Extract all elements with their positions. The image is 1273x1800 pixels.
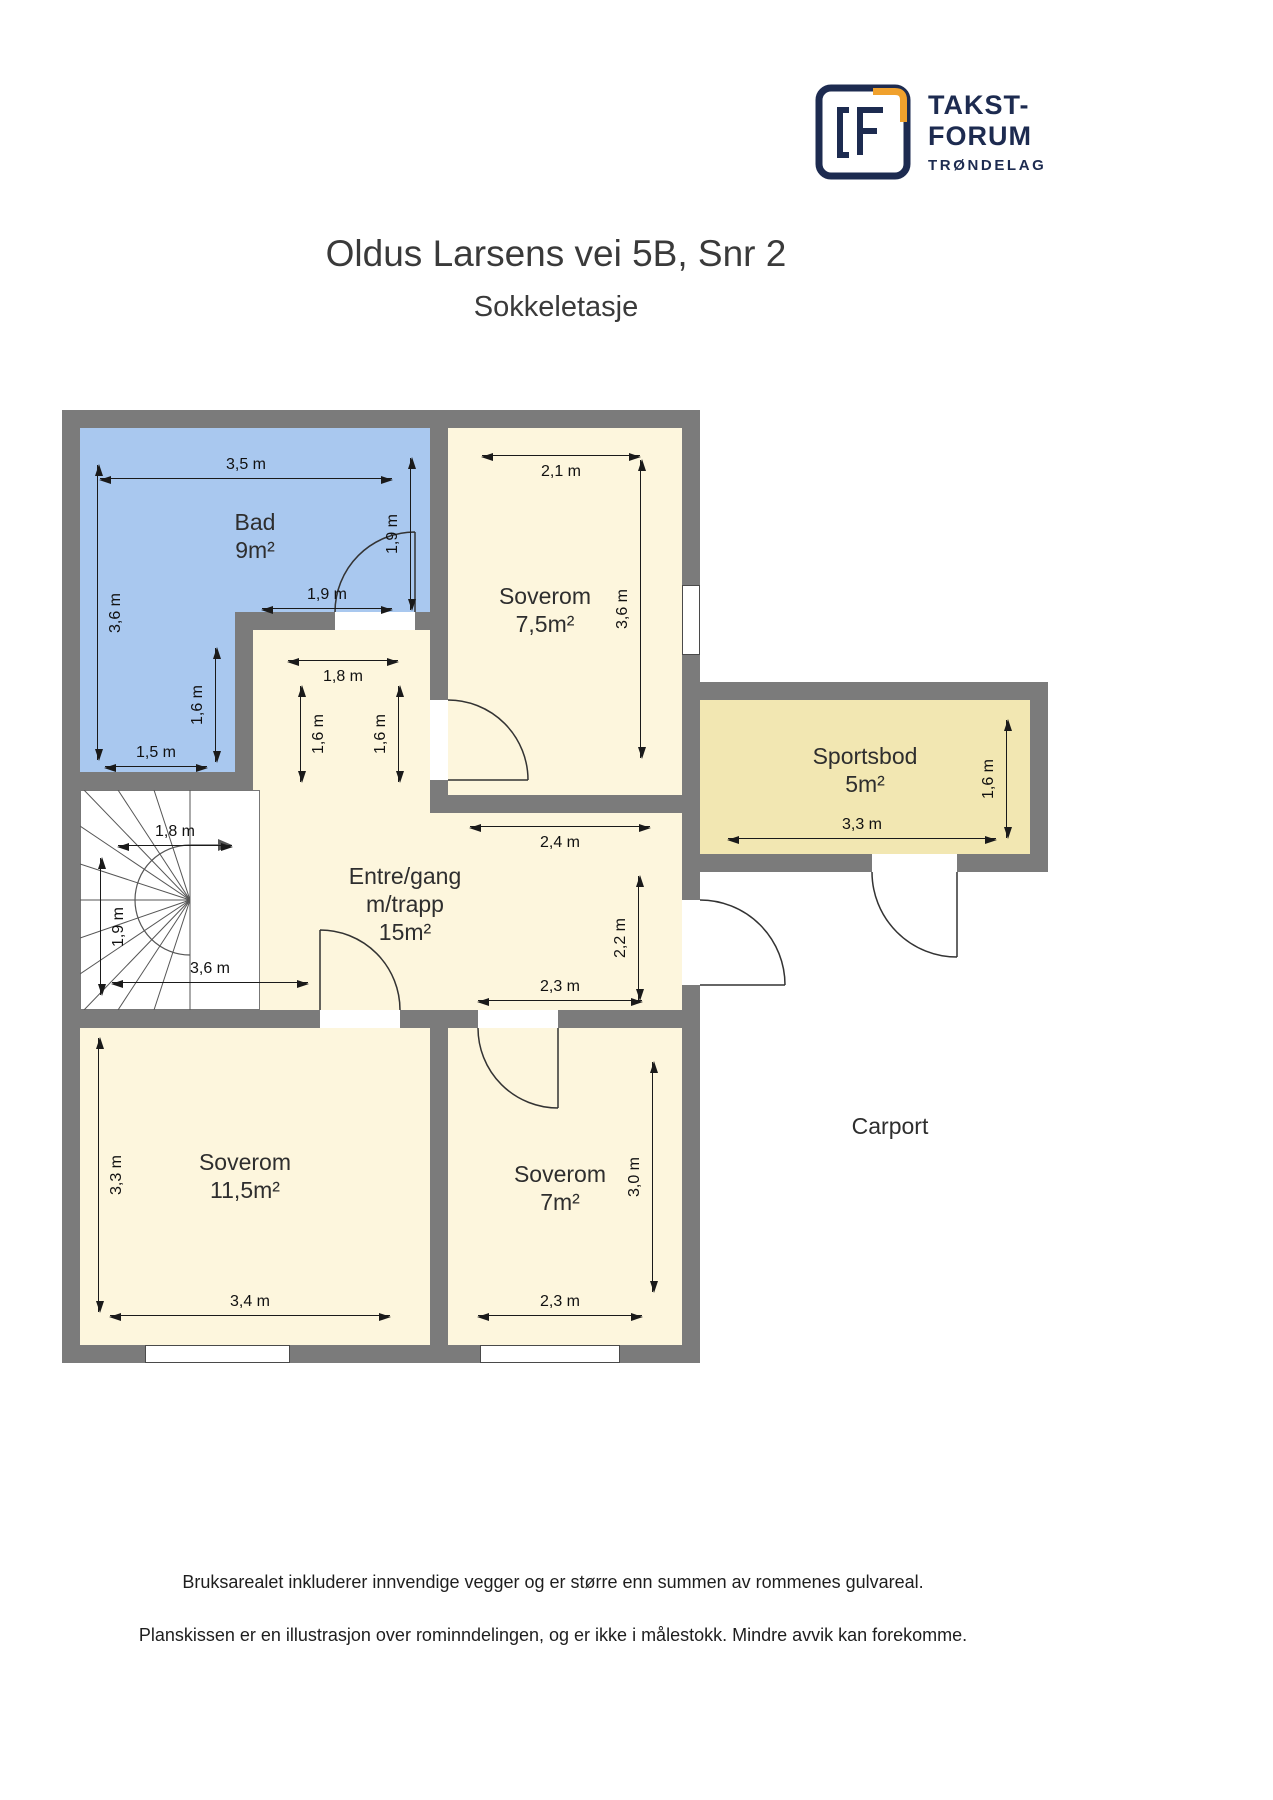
dimension-entre-right-height: 1,6 m: [372, 685, 404, 783]
room-soverom-left-fill: [80, 1028, 430, 1345]
door-opening: [430, 700, 448, 780]
dimension-entre-mid-height: 2,2 m: [612, 875, 644, 1001]
dimension-bad-column-width: 1,5 m: [104, 744, 208, 772]
dimension-soverom-mid-width: 2,3 m: [477, 1293, 643, 1321]
wall-segment: [80, 772, 253, 790]
footer-line-2: Planskissen er en illustrasjon over romi…: [138, 1625, 968, 1645]
dimension-sportsbod-width: 3,3 m: [727, 816, 997, 844]
brand-logo-text: TAKST- FORUM TRØNDELAG: [928, 90, 1046, 174]
door-opening: [320, 1010, 400, 1028]
dimension-soverom-top-height: 3,6 m: [614, 459, 646, 759]
footer-disclaimer: Bruksarealet inkluderer innvendige vegge…: [0, 1572, 1106, 1646]
dimension-soverom-left-height: 3,3 m: [95, 1037, 125, 1313]
wall-segment: [62, 410, 80, 1363]
dimension-stairs-width: 1,8 m: [117, 823, 233, 851]
dimension-soverom-top-width: 2,1 m: [481, 452, 641, 480]
room-bad-fill: [80, 612, 235, 772]
footer-line-1: Bruksarealet inkluderer innvendige vegge…: [182, 1572, 924, 1592]
room-label-bad: Bad 9m²: [234, 509, 276, 563]
brand-line-3: TRØNDELAG: [928, 157, 1047, 174]
page-title: Oldus Larsens vei 5B, Snr 2: [325, 233, 787, 274]
dimension-entre-mid-width: 2,4 m: [469, 823, 651, 851]
page-subtitle: Sokkeletasje: [473, 291, 639, 323]
window-symbol: [682, 585, 700, 655]
dimension-soverom-left-width: 3,4 m: [109, 1293, 391, 1321]
wall-segment: [430, 1028, 448, 1345]
brand-line-2: FORUM: [928, 121, 1032, 151]
wall-segment: [235, 612, 253, 790]
door-opening: [682, 900, 700, 985]
dimension-bad-inner-width: 1,9 m: [261, 586, 393, 614]
room-label-soverom-left: Soverom 11,5m²: [198, 1149, 292, 1203]
dimension-bad-column-height: 1,6 m: [189, 647, 221, 763]
room-label-soverom-mid: Soverom 7m²: [513, 1161, 607, 1215]
dimension-entre-top-width: 1,8 m: [287, 657, 399, 685]
door-opening: [335, 612, 415, 630]
room-bad-fill: [80, 428, 430, 612]
dimension-entre-low-width: 2,3 m: [477, 978, 643, 1006]
room-label-carport: Carport: [851, 1113, 929, 1139]
dimension-sportsbod-height: 1,6 m: [980, 719, 1012, 839]
dimension-soverom-mid-height: 3,0 m: [626, 1061, 658, 1293]
room-label-entre: Entre/gang m/trapp 15m²: [348, 863, 462, 945]
dimension-bad-width: 3,5 m: [99, 456, 393, 484]
room-label-soverom-top: Soverom 7,5m²: [498, 583, 592, 637]
room-soverom-mid-fill: [448, 1028, 682, 1345]
dimension-bad-left-height: 3,6 m: [94, 464, 124, 761]
room-entre-fill: [430, 813, 682, 1010]
staircase-drawing: [80, 790, 260, 1010]
room-sportsbod-fill: [700, 700, 1030, 854]
wall-segment: [1030, 682, 1048, 872]
door-opening: [872, 854, 957, 872]
wall-segment: [430, 795, 700, 813]
door-swing-arcs: [319, 531, 958, 1109]
window-symbol: [480, 1345, 620, 1363]
wall-segment: [62, 410, 700, 428]
window-symbol: [145, 1345, 290, 1363]
brand-logo-icon: [815, 84, 911, 180]
dimension-entre-left-height: 1,6 m: [297, 685, 327, 783]
door-opening: [478, 1010, 558, 1028]
room-soverom-top-fill: [448, 428, 682, 795]
dimension-bad-right-height: 1,9 m: [384, 457, 416, 611]
brand-line-1: TAKST-: [928, 90, 1030, 120]
dimension-entre-stair-width: 3,6 m: [111, 960, 309, 988]
wall-segment: [700, 682, 1048, 700]
brand-logo: TAKST- FORUM TRØNDELAG: [813, 82, 1133, 192]
dimension-stairs-height: 1,9 m: [97, 857, 127, 996]
room-label-sportsbod: Sportsbod 5m²: [812, 743, 918, 797]
